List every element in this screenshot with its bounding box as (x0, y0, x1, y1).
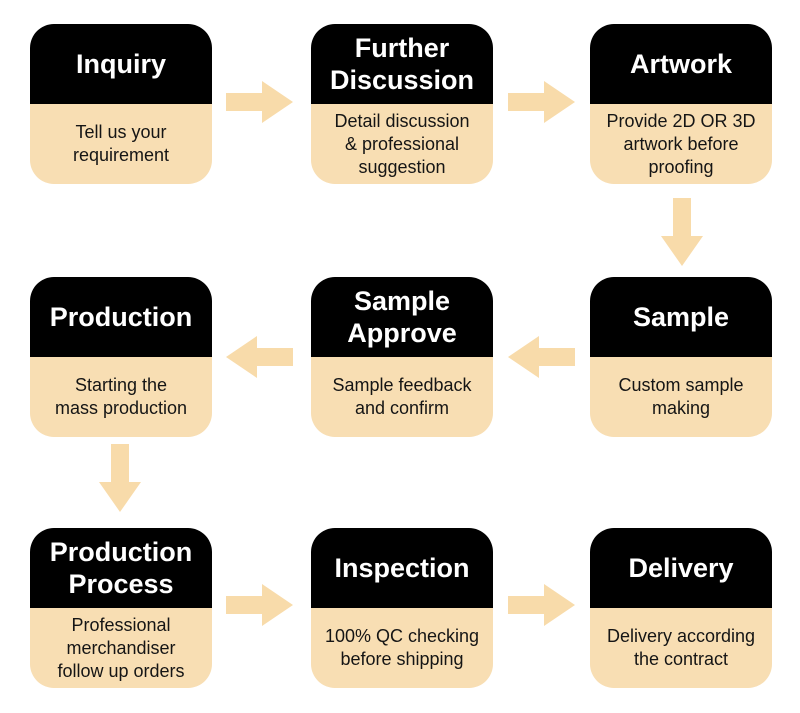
step-description: Starting the mass production (30, 357, 212, 437)
arrow-down-artwork-to-sample (661, 198, 703, 266)
step-title: Production (30, 277, 212, 357)
step-title: Production Process (30, 528, 212, 608)
step-description: Tell us your requirement (30, 104, 212, 184)
step-description: Detail discussion & professional suggest… (311, 104, 493, 184)
step-card-production-process: Production Process Professional merchand… (30, 528, 212, 688)
step-description: Sample feedback and confirm (311, 357, 493, 437)
step-card-production: Production Starting the mass production (30, 277, 212, 437)
step-description: 100% QC checking before shipping (311, 608, 493, 688)
step-title: Sample (590, 277, 772, 357)
step-card-inquiry: Inquiry Tell us your requirement (30, 24, 212, 184)
step-card-sample-approve: Sample Approve Sample feedback and confi… (311, 277, 493, 437)
arrow-right-inquiry-to-further-discussion (226, 81, 293, 123)
step-card-inspection: Inspection 100% QC checking before shipp… (311, 528, 493, 688)
step-card-delivery: Delivery Delivery according the contract (590, 528, 772, 688)
step-description: Custom sample making (590, 357, 772, 437)
step-card-artwork: Artwork Provide 2D OR 3D artwork before … (590, 24, 772, 184)
step-title: Sample Approve (311, 277, 493, 357)
arrow-left-sample-approve-to-production (226, 336, 293, 378)
step-title: Artwork (590, 24, 772, 104)
step-card-sample: Sample Custom sample making (590, 277, 772, 437)
step-card-further-discussion: Further Discussion Detail discussion & p… (311, 24, 493, 184)
step-title: Inquiry (30, 24, 212, 104)
step-title: Inspection (311, 528, 493, 608)
step-description: Professional merchandiser follow up orde… (30, 608, 212, 688)
arrow-right-inspection-to-delivery (508, 584, 575, 626)
step-description: Provide 2D OR 3D artwork before proofing (590, 104, 772, 184)
arrow-down-production-to-production-process (99, 444, 141, 512)
step-title: Further Discussion (311, 24, 493, 104)
step-title: Delivery (590, 528, 772, 608)
step-description: Delivery according the contract (590, 608, 772, 688)
arrow-left-sample-to-sample-approve (508, 336, 575, 378)
arrow-right-production-process-to-inspection (226, 584, 293, 626)
arrow-right-further-discussion-to-artwork (508, 81, 575, 123)
